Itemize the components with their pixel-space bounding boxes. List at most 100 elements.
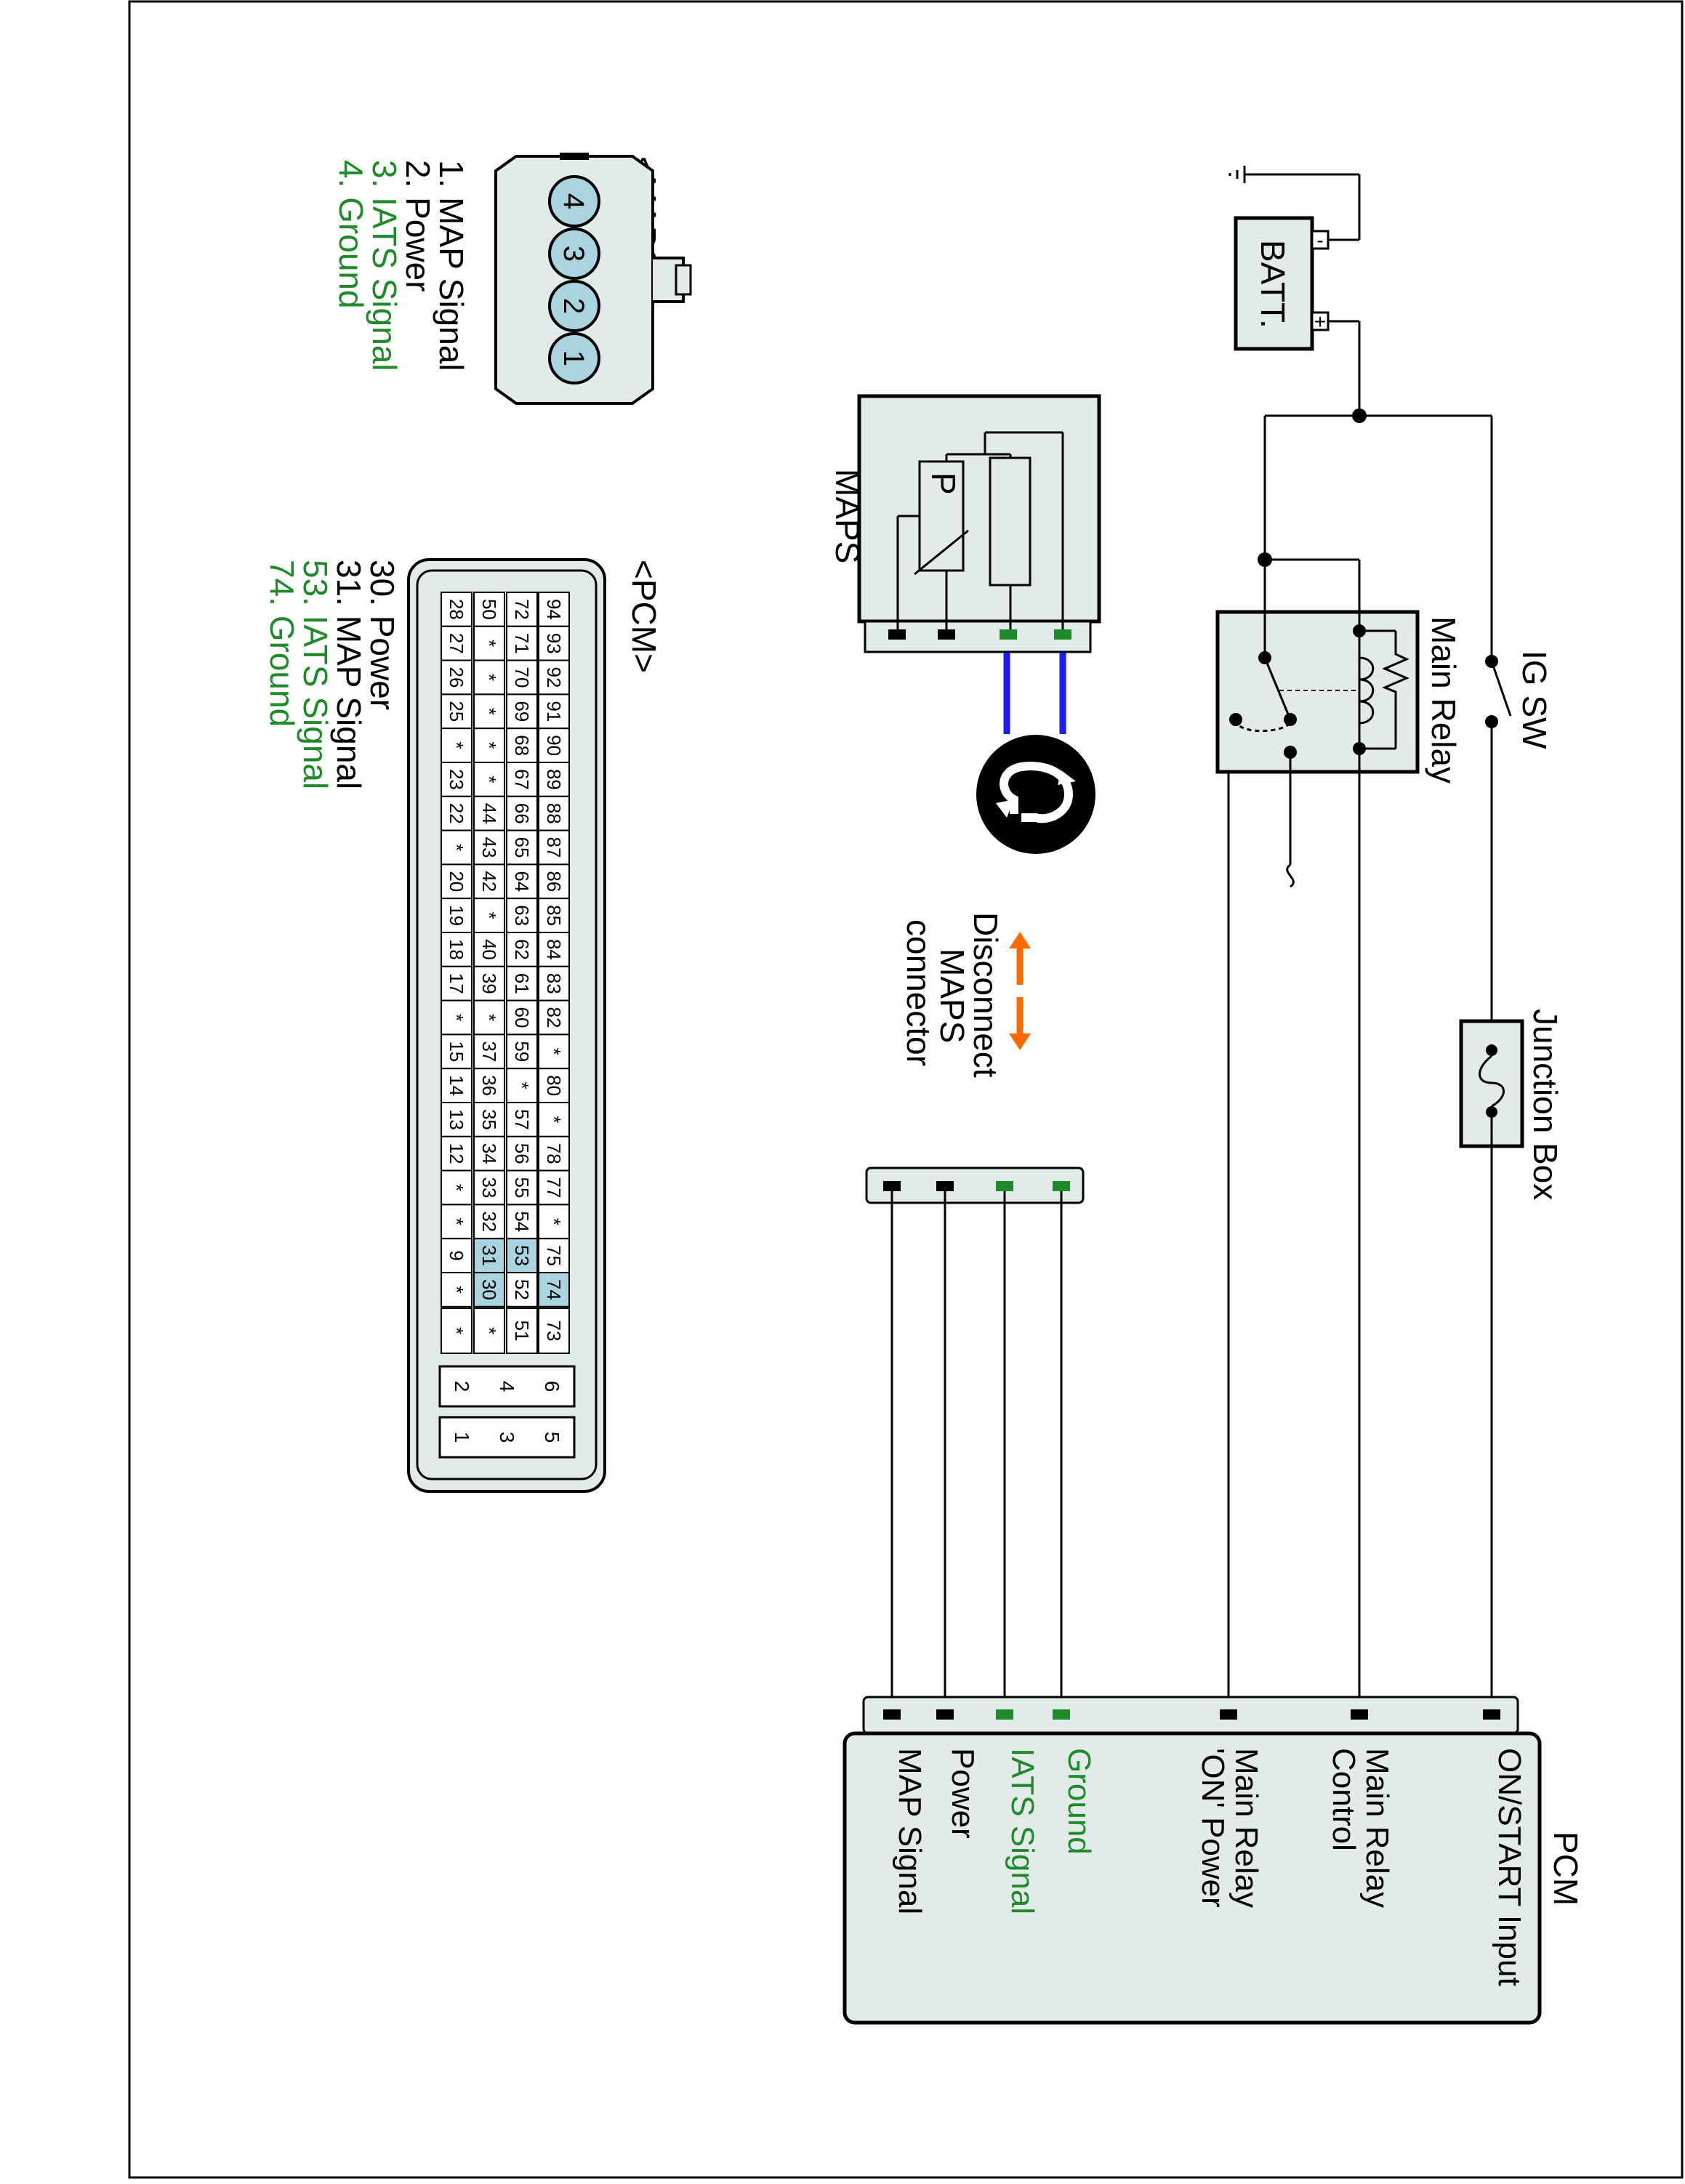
pcm-pin-number: 54 [511, 1211, 533, 1232]
pcm-input-label-line: Ground [1061, 1748, 1097, 1855]
pcm-legend-title: <PCM> [625, 560, 663, 673]
pcm-pin-number: 2 [451, 1381, 473, 1393]
pcm-pin-number: 51 [511, 1321, 533, 1342]
maps-pin-list: 1. MAP Signal 2. Power 3. IATS Signal 4.… [332, 160, 470, 371]
maps-connector-pin-label: 1 [558, 350, 590, 366]
pcm-pin-cell [441, 795, 472, 831]
pcm-pin-number: 63 [511, 905, 533, 926]
pcm-pin-cell [473, 829, 505, 866]
maps-connector-pin [548, 175, 600, 227]
pcm-pin-number: 4 [496, 1381, 518, 1393]
pcm-pin-number: 83 [543, 973, 565, 994]
pcm-pin-number: * [478, 708, 500, 715]
pcm-pin-number: * [478, 775, 500, 783]
pcm-terminal [1483, 1709, 1500, 1720]
pcm-pin-cell [441, 1135, 472, 1172]
disconnect-note: Disconnect MAPS connector [900, 912, 1005, 1078]
pcm-pin-number: 5 [541, 1432, 563, 1443]
svg-text:MAPS: MAPS [933, 948, 971, 1043]
pcm-pin-number: 75 [543, 1245, 565, 1266]
battery [1234, 216, 1314, 351]
pcm-input-label: MAP Signal [892, 1748, 928, 1914]
pcm-pin-number: 17 [446, 973, 467, 994]
pcm-pin-number: 55 [511, 1177, 533, 1198]
maps-thermistor-element [989, 456, 1031, 587]
pcm-pin-number: * [446, 1014, 467, 1021]
pcm-pin-number: 85 [543, 905, 565, 926]
pcm-pin-number: 15 [446, 1041, 467, 1062]
pcm-pin-cell [441, 1307, 472, 1354]
pcm-pin-cell [441, 693, 472, 730]
maps-connector-pin-label: 2 [558, 298, 590, 314]
pcm-pin-number: 72 [511, 599, 533, 620]
main-relay [1215, 610, 1420, 774]
pcm-pin-cell [473, 898, 505, 933]
pcm-pin-cell [538, 625, 570, 661]
pcm-pin-number: 18 [446, 939, 467, 960]
pcm-pin-cell [441, 625, 472, 661]
pcm-pin-number: 87 [543, 837, 565, 858]
pcm-pin-number: 60 [511, 1007, 533, 1028]
pcm-pin-number: 44 [478, 803, 500, 824]
pcm-pin-number: 74 [543, 1279, 565, 1300]
pcm-pin-cell [441, 829, 472, 866]
pcm-pin-number: 90 [543, 735, 565, 756]
pcm-pin-cell [506, 592, 538, 627]
pcm-pin-number: 61 [511, 973, 533, 994]
maps-connector-key [560, 153, 589, 160]
pcm-pin-number: * [543, 1116, 565, 1123]
pcm-pin-number: 23 [446, 769, 467, 790]
pcm-pin-number: 33 [478, 1177, 500, 1198]
disconnect-arrow-icon [1009, 932, 1031, 1050]
pcm-pin-cell [441, 728, 472, 764]
pcm-pin-list: 30. Power 31. MAP Signal 53. IATS Signal… [263, 560, 401, 789]
pcm-pin-cell [473, 1102, 505, 1137]
pcm-pin-cell [538, 932, 570, 967]
pcm-pin-cell [441, 999, 472, 1036]
pcm-pin-number: 69 [511, 701, 533, 722]
pcm-power-block [438, 1365, 576, 1408]
maps-connector-pin [548, 332, 600, 384]
pcm-pin-number: * [446, 844, 467, 851]
pcm-input-label-line: Main Relay [1228, 1748, 1264, 1908]
pcm-pin-number: 34 [478, 1143, 500, 1164]
pcm-pin-number: 68 [511, 735, 533, 756]
pcm-pin-number: * [446, 1184, 467, 1191]
pcm-pin-number: 30 [478, 1279, 500, 1300]
pcm-terminal [996, 1709, 1013, 1720]
battery-label: BATT. [1254, 240, 1292, 329]
pcm-pin-cell [441, 863, 472, 900]
pcm-pin-cell [506, 999, 538, 1036]
pcm-pin-cell [506, 1068, 538, 1103]
pcm-pin-number: * [478, 912, 500, 919]
pcm-pin-number: 78 [543, 1143, 565, 1164]
pcm-pin-cell [473, 1169, 505, 1206]
pcm-input-label: Ground [1061, 1748, 1097, 1855]
pcm-input-label: IATS Signal [1005, 1748, 1040, 1914]
pcm-pin-cell [473, 625, 505, 661]
pcm-pin-cell [538, 1033, 570, 1070]
pcm-pin-cell [473, 1272, 505, 1307]
battery-minus-sign: - [1316, 229, 1323, 251]
pcm-pin-number: 31 [478, 1245, 500, 1266]
pcm-pin-number: * [511, 1082, 533, 1089]
svg-text:IG SW: IG SW [1516, 650, 1553, 749]
pcm-pin-number: 84 [543, 939, 565, 960]
pcm-input-label-line: Power [945, 1748, 981, 1839]
pcm-pin-cell [538, 1068, 570, 1103]
main-relay-label: Main Relay [1425, 616, 1463, 783]
pcm-pin-number: * [446, 1327, 467, 1334]
ig-sw-label: IG SW [1516, 650, 1553, 749]
pcm-pin-cell [473, 728, 505, 764]
pcm-pin-cell [473, 999, 505, 1036]
pcm-pin-number: 64 [511, 871, 533, 892]
maps-pin-3: 3. IATS Signal [366, 160, 403, 371]
pcm-pin-number: 3 [496, 1432, 518, 1443]
pcm-pin-number: * [543, 1218, 565, 1225]
pcm-pin-number: 22 [446, 803, 467, 824]
pcm-pin-number: 77 [543, 1177, 565, 1198]
maps-pin-1: 1. MAP Signal [433, 160, 470, 371]
